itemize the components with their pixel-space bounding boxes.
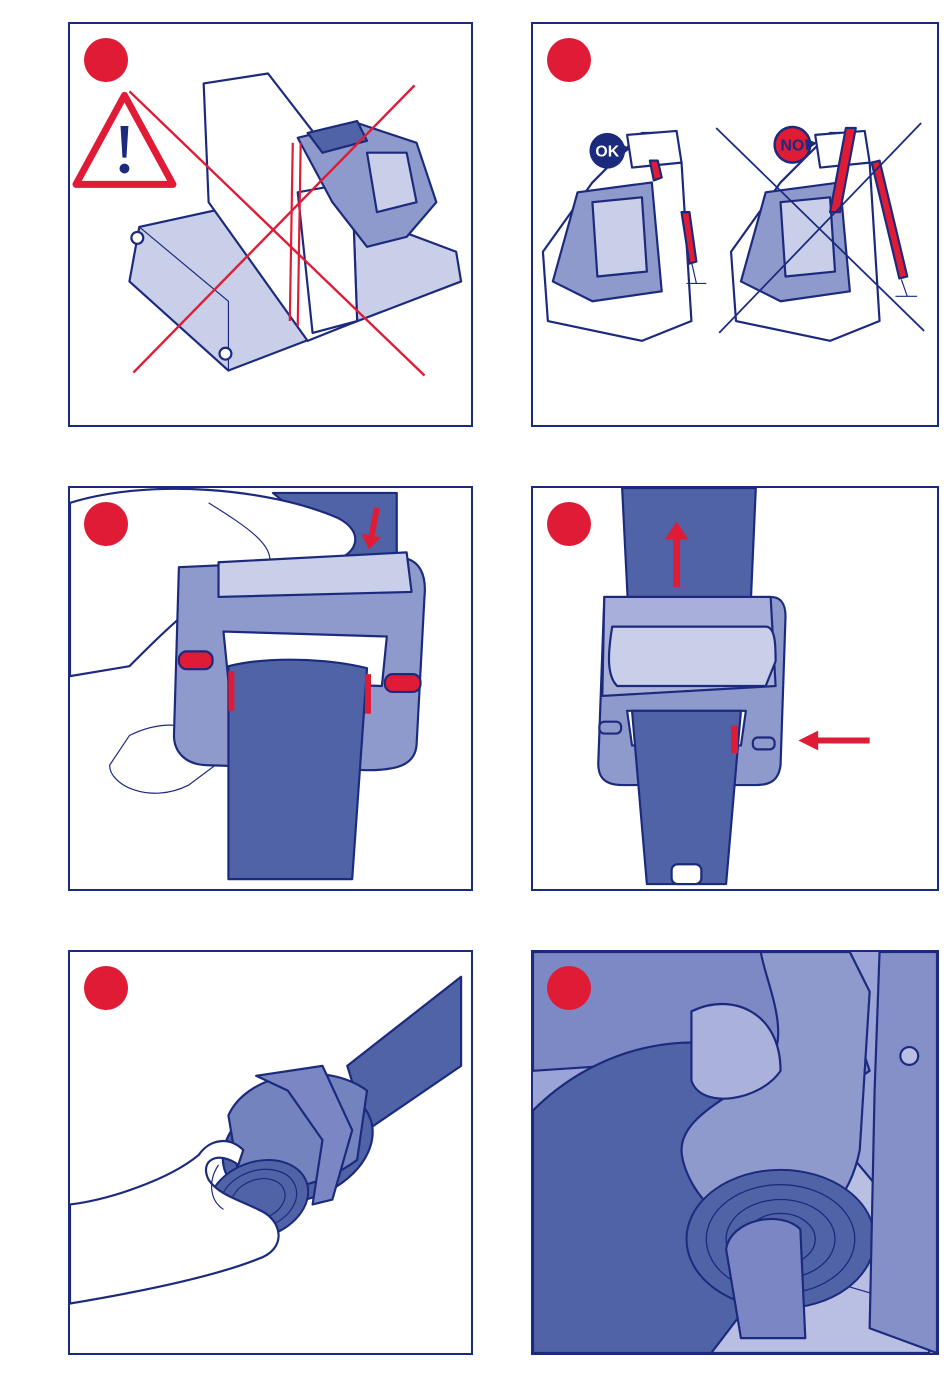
step-marker [84, 38, 128, 82]
panel-6 [531, 950, 939, 1355]
warning-triangle-icon [76, 95, 173, 184]
panel-4-illustration [533, 488, 937, 889]
panel-5-illustration [70, 952, 471, 1353]
step-marker [547, 502, 591, 546]
svg-text:OK: OK [595, 144, 619, 161]
step-marker [84, 966, 128, 1010]
panel-4 [531, 486, 939, 891]
svg-text:NO: NO [781, 138, 805, 155]
panel-1 [68, 22, 473, 427]
step-marker [547, 38, 591, 82]
panel-2: OK NO [531, 22, 939, 427]
step-marker [84, 502, 128, 546]
panel-1-illustration [70, 24, 471, 425]
red-guide-marker-left [179, 651, 213, 669]
left-arrow-icon [798, 731, 869, 751]
red-guide-marker-right [385, 674, 421, 692]
panel-3-illustration [70, 488, 471, 889]
step-marker [547, 966, 591, 1010]
seat-correct [543, 131, 706, 341]
panel-5 [68, 950, 473, 1355]
panel-2-illustration: OK NO [533, 24, 937, 425]
panel-6-illustration [533, 952, 937, 1353]
panel-3 [68, 486, 473, 891]
